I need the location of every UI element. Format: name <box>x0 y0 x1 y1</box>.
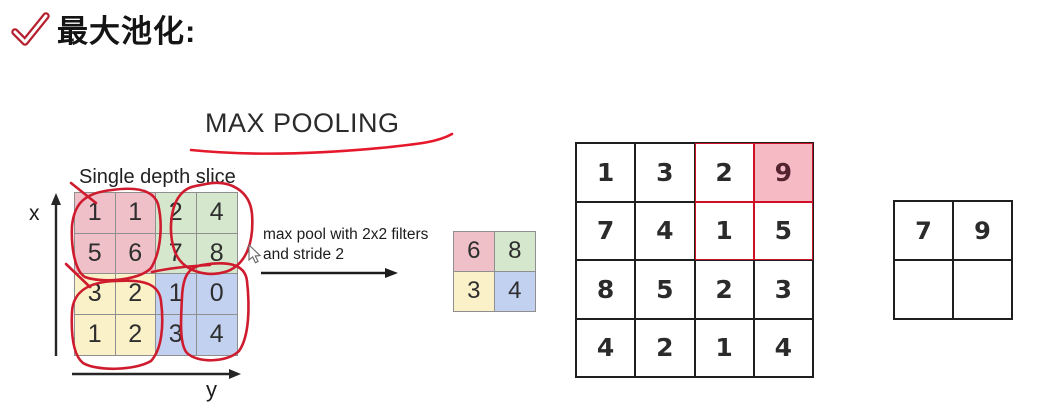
grid-cell: 2 <box>635 318 695 377</box>
grid-cell: 3 <box>454 271 495 311</box>
x-axis-arrowhead <box>51 193 61 205</box>
grid-cell: 4 <box>753 318 813 377</box>
input-grid-label: Single depth slice <box>79 166 236 188</box>
y-axis-label: y <box>206 377 217 402</box>
grid-cell: 1 <box>75 314 116 355</box>
grid-cell: 7 <box>156 233 197 274</box>
grid-cell: 1 <box>75 193 116 234</box>
grid-cell: 2 <box>694 143 754 202</box>
grid-cell: 3 <box>75 274 116 315</box>
grid-cell: 4 <box>635 201 695 260</box>
grid-cell: 4 <box>196 314 237 355</box>
grid-cell: 4 <box>196 193 237 234</box>
grid-cell: 8 <box>196 233 237 274</box>
grid-cell: 3 <box>753 260 813 319</box>
y-axis-arrowhead <box>229 369 241 379</box>
grid-cell: 5 <box>753 201 813 260</box>
grid-cell: 5 <box>635 260 695 319</box>
grid-cell: 1 <box>576 143 636 202</box>
grid-cell: 2 <box>694 260 754 319</box>
grid-cell: 3 <box>156 314 197 355</box>
mouse-cursor-icon <box>248 243 262 264</box>
grid-cell: 4 <box>494 271 535 311</box>
grid-cell: 2 <box>115 274 156 315</box>
grid-cell: 9 <box>753 143 813 202</box>
grid-cell <box>953 260 1012 319</box>
grid-cell: 4 <box>576 318 636 377</box>
diagram-title: MAX POOLING <box>205 108 400 138</box>
grid-cell: 7 <box>576 201 636 260</box>
checkmark-icon <box>11 12 50 46</box>
grid-cell: 7 <box>894 201 953 260</box>
grid-cell: 8 <box>494 232 535 272</box>
grid-cell: 2 <box>115 314 156 355</box>
grid-cell: 9 <box>953 201 1012 260</box>
grid-cell: 3 <box>635 143 695 202</box>
grid-cell: 2 <box>156 193 197 234</box>
grid-cell: 1 <box>694 201 754 260</box>
grid-cell: 1 <box>694 318 754 377</box>
operation-arrow-head <box>385 268 398 278</box>
operation-caption-line2: and stride 2 <box>263 246 344 263</box>
page-title: 最大池化: <box>57 14 197 49</box>
grid-cell: 1 <box>156 274 197 315</box>
grid-cell: 6 <box>115 233 156 274</box>
grid-cell: 6 <box>454 232 495 272</box>
grid-cell: 1 <box>115 193 156 234</box>
grid-cell <box>894 260 953 319</box>
x-axis-label: x <box>29 202 40 225</box>
grid-cell: 0 <box>196 274 237 315</box>
grid-cell: 5 <box>75 233 116 274</box>
grid-cell: 8 <box>576 260 636 319</box>
operation-caption-line1: max pool with 2x2 filters <box>263 226 429 243</box>
operation-caption: max pool with 2x2 filters and stride 2 <box>263 225 428 265</box>
